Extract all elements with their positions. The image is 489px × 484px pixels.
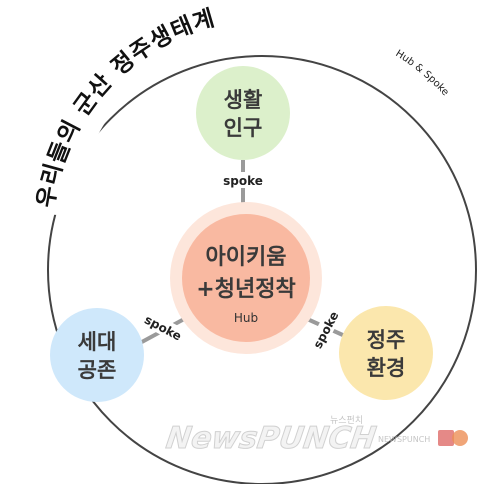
spoke-label-top: spoke bbox=[223, 174, 263, 188]
hub-line2: +청년정착 bbox=[196, 277, 295, 302]
node-left-line1: 세대 bbox=[78, 330, 117, 354]
diagram-subtitle-arc: Hub & Spoke bbox=[393, 48, 450, 98]
node-right-line2: 환경 bbox=[367, 356, 406, 380]
node-top-line2: 인구 bbox=[224, 116, 263, 140]
watermark: 뉴스펀치 NewsPUNCH NEWSPUNCH bbox=[163, 414, 468, 456]
title-backdrop bbox=[41, 0, 411, 217]
watermark-small: 뉴스펀치 bbox=[330, 414, 363, 426]
spoke-label-left-bg bbox=[140, 309, 187, 345]
node-right-circle bbox=[339, 306, 433, 400]
hub-line1: 아이키움 bbox=[206, 245, 287, 270]
diagram-title: 우리들의 군산 정주생태계 bbox=[33, 5, 218, 209]
node-top-line1: 생활 bbox=[224, 88, 263, 112]
watermark-brand: NewsPUNCH bbox=[164, 421, 378, 456]
hub-tag: Hub bbox=[234, 311, 258, 325]
watermark-logo-burst bbox=[452, 430, 468, 446]
watermark-logo-box bbox=[438, 430, 454, 446]
node-top-circle bbox=[196, 66, 290, 160]
node-left-circle bbox=[50, 308, 144, 402]
hub-inner bbox=[182, 214, 310, 342]
spoke-label-right: spoke bbox=[310, 309, 341, 351]
node-left-line2: 공존 bbox=[78, 358, 117, 382]
spoke-label-right-bg bbox=[307, 306, 343, 353]
outer-ring bbox=[47, 55, 477, 484]
watermark-small-latin: NEWSPUNCH bbox=[378, 435, 430, 444]
diagram-title-arc: 우리들의 군산 정주생태계 bbox=[33, 5, 218, 209]
diagram-subtitle: Hub & Spoke bbox=[393, 48, 450, 98]
node-right-line1: 정주 bbox=[367, 328, 406, 352]
spoke-label-top-bg bbox=[220, 172, 266, 188]
